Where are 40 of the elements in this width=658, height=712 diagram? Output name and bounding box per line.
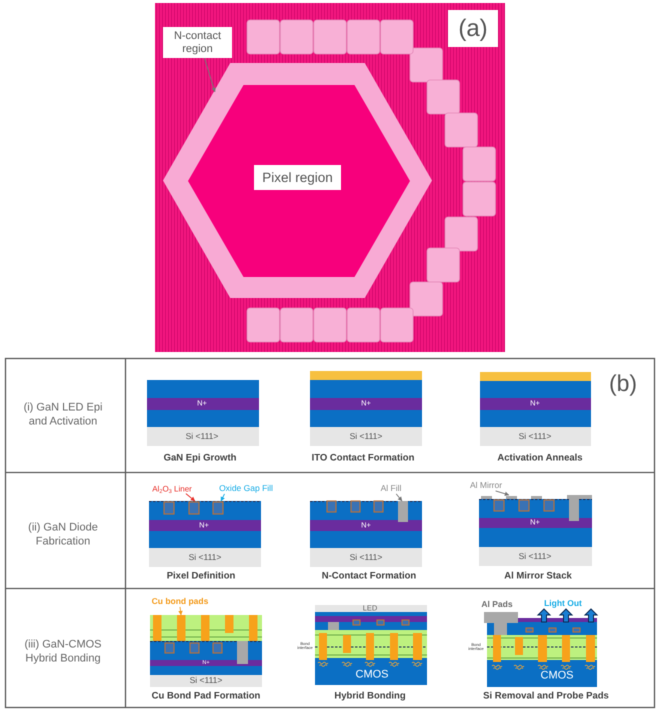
step-caption: Si Removal and Probe Pads — [483, 692, 609, 702]
leader-line — [178, 606, 183, 616]
row-header: (iii) GaN-CMOS Hybrid Bonding — [24, 638, 102, 666]
row-header: (i) GaN LED Epi and Activation — [22, 401, 104, 429]
leader-label: Oxide Gap Fill — [219, 484, 273, 494]
layer-label: Si <111> — [350, 553, 382, 563]
panel-label: (b) — [608, 370, 638, 396]
callout-label: N-contact region — [163, 27, 232, 58]
annotation-label: Light Out — [544, 599, 582, 609]
region-label: Pixel region — [254, 165, 341, 190]
layer-label: Si <111> — [188, 553, 222, 563]
leader-line — [495, 490, 510, 496]
step-caption: Activation Anneals — [497, 454, 583, 464]
annotation-label: Al Pads — [481, 600, 513, 610]
layer-label: Si <111> — [350, 432, 382, 442]
row-header: (ii) GaN Diode Fabrication — [27, 521, 99, 549]
layer-label: Si <111> — [518, 432, 552, 442]
layer-label: Si <111> — [186, 432, 218, 442]
leader-label: Al Mirror — [470, 481, 502, 491]
step-caption: Al Mirror Stack — [504, 572, 572, 582]
leader-label: Cu bond pads — [152, 597, 208, 607]
layer-label: Si <111> — [518, 552, 552, 562]
step-caption: Pixel Definition — [166, 572, 236, 582]
leader-label: Al$_{2}$O$_{3}$ Liner — [152, 484, 192, 494]
step-caption: GaN Epi Growth — [164, 454, 236, 464]
step-caption: N-Contact Formation — [322, 572, 416, 582]
contact-ring — [163, 63, 432, 298]
layer-label: Si <111> — [190, 676, 222, 686]
leader-line — [204, 58, 216, 92]
leader-line — [220, 493, 225, 502]
leader-line — [396, 493, 402, 502]
layer-label: CMOS — [540, 670, 574, 682]
panel-label: (a) — [448, 10, 498, 47]
pixel-hexagon — [188, 85, 410, 277]
step-caption: Cu Bond Pad Formation — [152, 692, 260, 702]
layer-label: CMOS — [356, 668, 388, 682]
step-caption: Hybrid Bonding — [334, 692, 406, 702]
step-caption: ITO Contact Formation — [312, 454, 414, 464]
leader-line — [185, 493, 196, 502]
leader-label: Al Fill — [380, 484, 402, 494]
